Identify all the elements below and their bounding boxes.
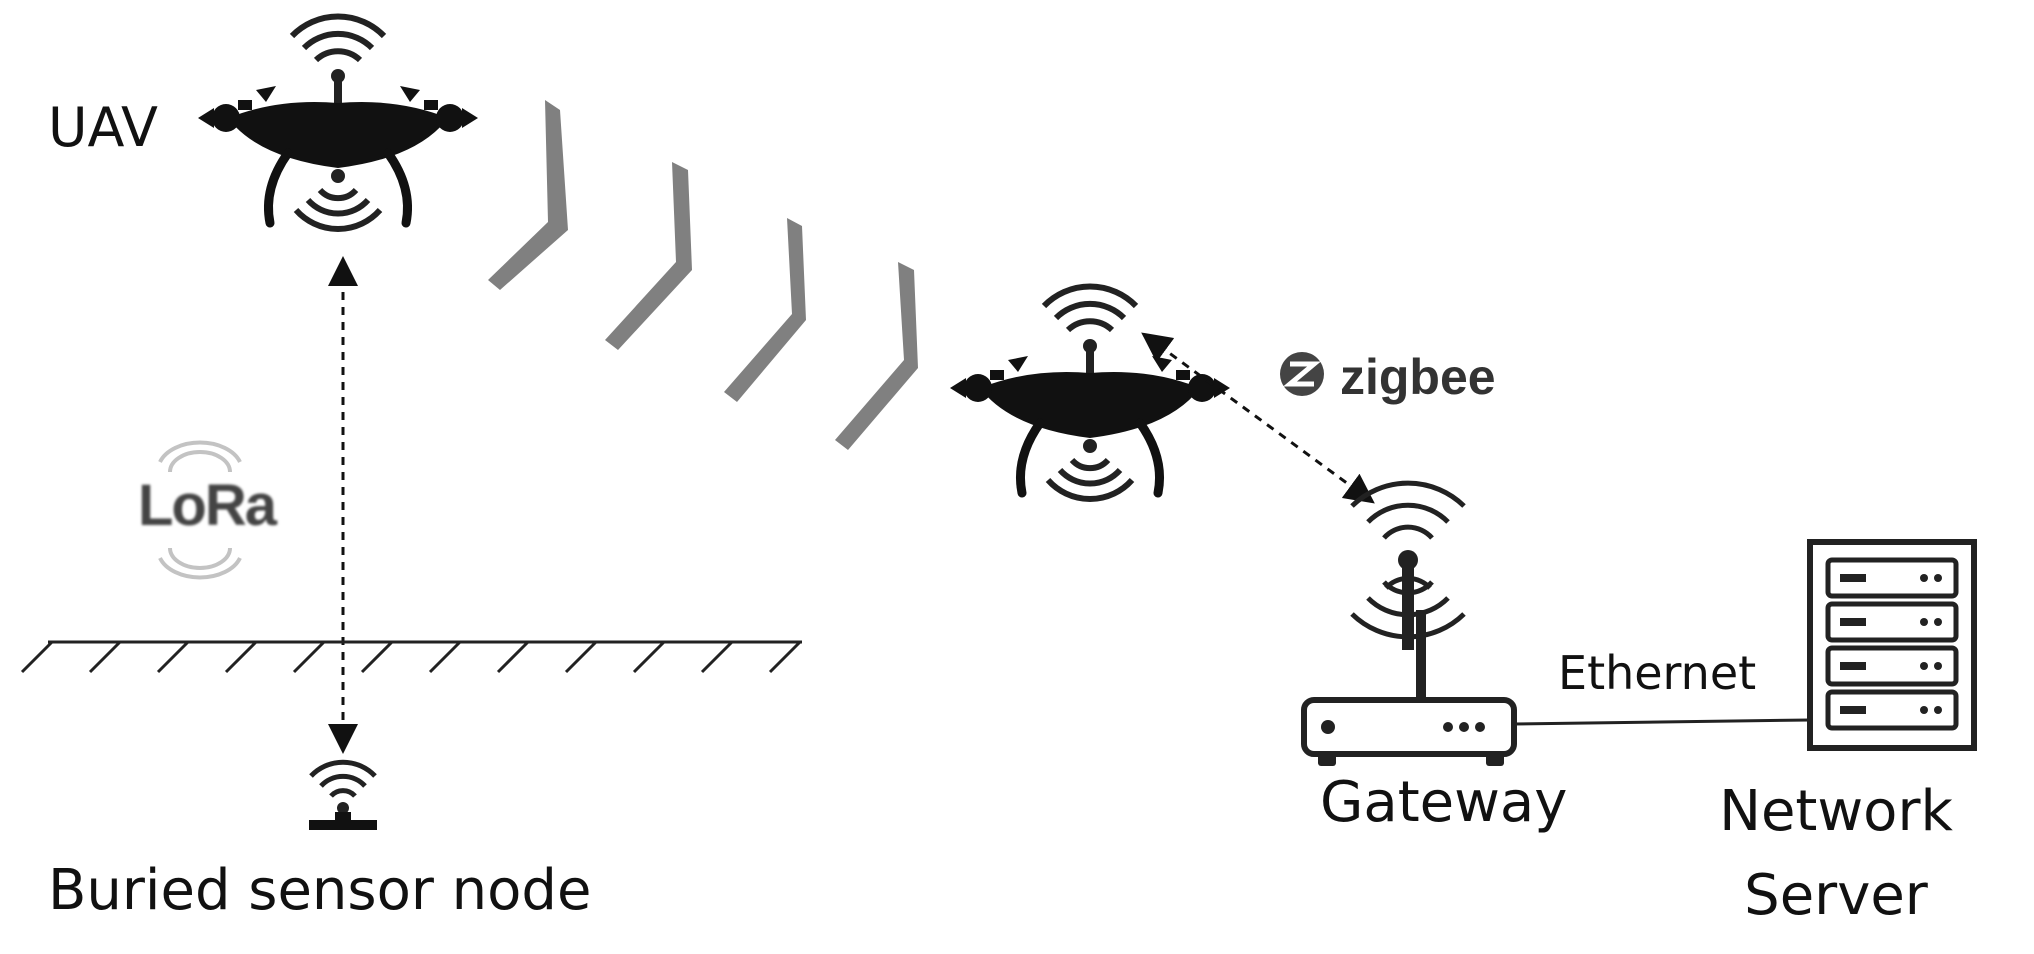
wireless-link-chevrons	[488, 100, 918, 450]
chevron-1	[488, 100, 568, 290]
chevron-2	[605, 162, 692, 350]
network-server-label-line2: Server	[1744, 863, 1928, 928]
buried-sensor-label: Buried sensor node	[48, 858, 592, 923]
gateway-label: Gateway	[1320, 770, 1568, 835]
zigbee-label: zigbee	[1340, 349, 1496, 405]
ethernet-label: Ethernet	[1558, 646, 1757, 700]
server-rack-icon	[1807, 539, 1977, 751]
network-server-label-line1: Network	[1719, 779, 1953, 844]
chevron-4	[835, 262, 918, 450]
lora-logo-icon	[158, 440, 242, 580]
zigbee-logo-icon	[1280, 352, 1324, 396]
relay-drone-icon	[950, 286, 1230, 498]
zigbee-link-arrow	[1141, 332, 1375, 504]
lora-label: LoRa	[138, 473, 277, 538]
uav-label: UAV	[48, 96, 158, 159]
gateway-router-icon	[1301, 480, 1517, 766]
uav-drone-icon	[198, 16, 478, 228]
network-server-label: Network Server	[1686, 770, 1986, 938]
ethernet-cable	[1513, 718, 1811, 726]
sensor-node-icon	[309, 759, 377, 830]
ground-surface	[20, 640, 802, 674]
chevron-3	[724, 218, 806, 402]
